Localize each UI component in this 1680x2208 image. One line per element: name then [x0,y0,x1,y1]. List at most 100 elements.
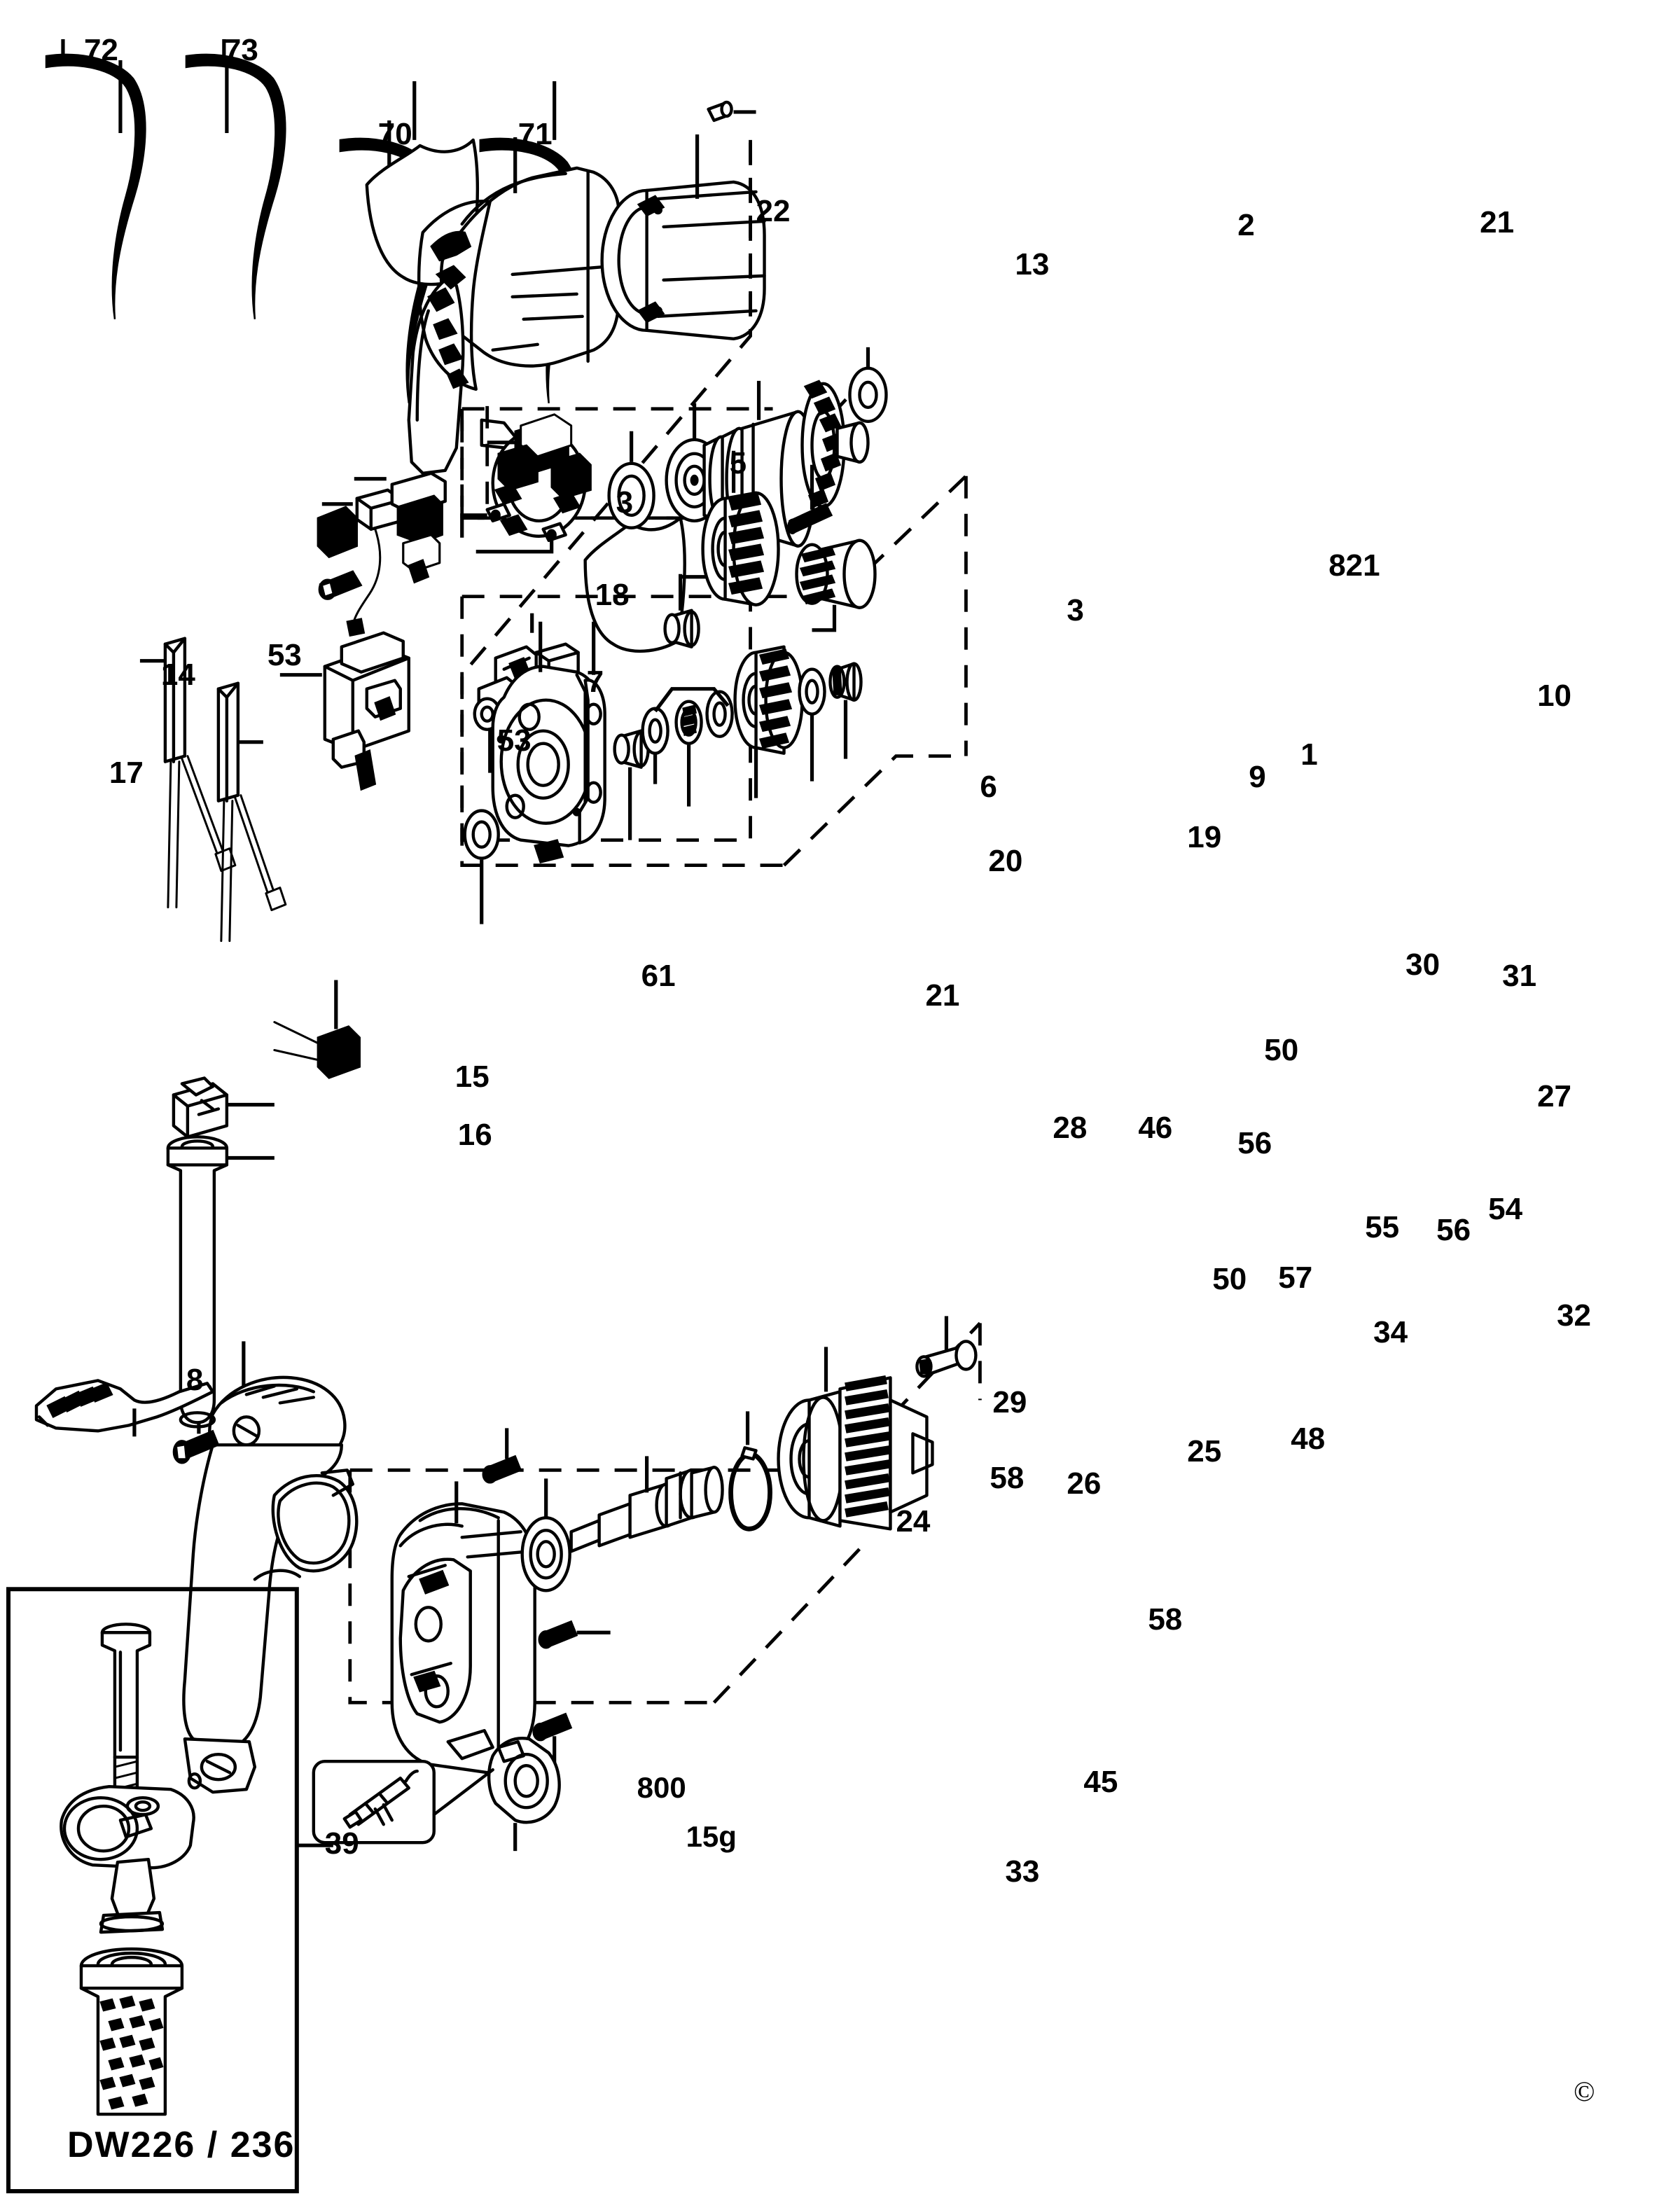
suppressor-61 [273,506,361,1079]
keyless-chuck-34 [777,1375,934,1531]
callout-18: 18 [595,577,630,612]
callout-17: 17 [109,755,144,790]
callout-20: 20 [988,843,1023,878]
callout-15: 15 [454,1059,490,1094]
callout-34: 34 [1373,1315,1408,1350]
callout-3-b: 3 [1067,592,1084,627]
grease-quantity: 15g [686,1820,737,1854]
pin-31 [787,503,833,534]
callout-50-lower: 50 [1212,1262,1247,1297]
side-handle-14 [182,1375,359,1794]
trigger-switch-7 [323,631,410,791]
callout-24: 24 [896,1504,931,1539]
inset-box-39 [6,1587,333,2194]
callout-39: 39 [324,1826,359,1861]
chuck-collar-33 [487,1737,561,1824]
brush-holder-20 [485,413,592,542]
screw-45 [532,1712,573,1742]
callout-28: 28 [1053,1111,1088,1146]
callout-33: 33 [1005,1854,1040,1889]
bearing-10 [848,366,888,424]
motor-housing-13 [407,166,620,475]
depth-stop-clamp-15 [172,1076,229,1139]
callout-1: 1 [1300,737,1318,772]
handle-clamp [60,1784,195,1934]
callout-53-b: 53 [497,723,532,758]
callout-56-a: 56 [1237,1126,1272,1161]
screw-18 [318,570,363,600]
bearing-57 [674,700,703,745]
carbon-brush-53-b [216,681,287,943]
screw-17 [172,1429,220,1464]
pinion-55 [733,645,804,755]
callout-19: 19 [1187,819,1222,854]
callout-53-a: 53 [267,637,302,672]
callout-22: 22 [756,193,791,228]
screw-58-b [538,1620,578,1649]
callout-821: 821 [1328,548,1380,583]
seal-29 [463,809,500,860]
callout-31: 31 [1502,958,1537,993]
callout-5: 5 [729,445,747,480]
spacer-50-upper [663,609,700,648]
callout-50-upper: 50 [1264,1032,1299,1067]
callout-9: 9 [1249,759,1266,794]
callout-32: 32 [1557,1298,1592,1333]
copyright-mark: © [1574,2076,1595,2108]
washer-56-a [641,707,669,755]
callout-25: 25 [1187,1434,1222,1469]
terminal-block-5 [390,471,447,584]
retaining-ring-48 [728,1446,772,1532]
washer-56-c [798,667,826,716]
power-cord-8 [34,1379,215,1433]
model-caption: DW226 / 236 [67,2125,296,2166]
callout-21-brush: 21 [925,978,960,1013]
callout-73: 73 [223,32,258,67]
callout-21-top: 21 [1480,204,1515,239]
callout-30: 30 [1405,947,1441,982]
callout-2: 2 [1237,207,1255,242]
callout-27: 27 [1537,1078,1572,1113]
callout-8: 8 [186,1363,204,1398]
grease-box [312,1760,494,1845]
callout-7: 7 [586,664,604,699]
callout-29: 29 [992,1385,1027,1420]
gear-30 [701,491,780,606]
field-stator-2 [600,180,766,341]
callout-72: 72 [83,32,118,67]
callout-16: 16 [457,1118,492,1153]
connector-3a [346,488,403,637]
grease-part-number: 800 [637,1771,686,1805]
callout-55: 55 [1365,1210,1400,1245]
callout-58-a: 58 [990,1461,1025,1496]
callout-6: 6 [980,769,997,804]
chuck-screw-32 [915,1340,978,1378]
callout-61: 61 [641,958,676,993]
handle-grip [79,1947,184,2116]
callout-46: 46 [1138,1111,1173,1146]
gear-case-28 [491,665,606,864]
callout-3-a: 3 [616,485,634,520]
screw-21-top [707,100,733,123]
screw-58-a [482,1454,522,1484]
callout-57: 57 [1278,1261,1313,1296]
callout-54: 54 [1488,1192,1523,1227]
callout-70: 70 [377,116,412,151]
callout-26: 26 [1067,1466,1102,1501]
callout-48: 48 [1291,1422,1326,1457]
spindle-25 [569,1466,724,1553]
callout-10: 10 [1537,678,1572,713]
cord-guard-72 [45,53,146,320]
cord-guard-73 [185,53,286,320]
bushing-54 [828,662,863,702]
washer-19 [607,461,655,529]
callout-71: 71 [518,116,553,151]
callout-58-b: 58 [1148,1602,1183,1637]
callout-45: 45 [1083,1765,1118,1800]
callout-13: 13 [1015,247,1050,282]
callout-56-b: 56 [1436,1213,1471,1248]
grease-tube-icon [342,1769,419,1829]
callout-14: 14 [160,657,195,692]
